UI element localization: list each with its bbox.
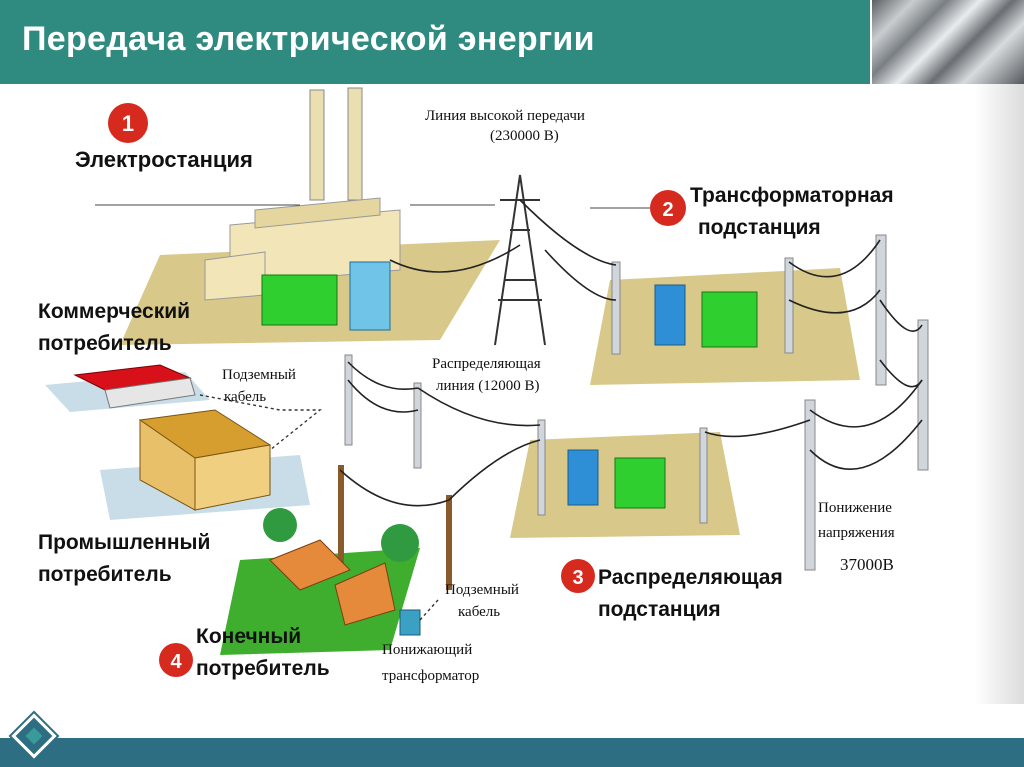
- utility-poles: [344, 234, 929, 571]
- label-step-down-transformer-2: трансформатор: [382, 668, 479, 684]
- label-underground-cable-2: Подземный: [445, 582, 519, 598]
- label-industrial: Промышленный: [38, 531, 210, 554]
- label-distribution-line-voltage: линия (12000 В): [436, 378, 539, 394]
- power-lines: [339, 199, 923, 507]
- label-hv-line: Линия высокой передачи: [425, 108, 585, 124]
- header-photo: [872, 0, 1024, 84]
- label-underground-cable-1b: кабель: [224, 389, 266, 405]
- trees: [263, 508, 419, 562]
- label-commercial: Коммерческий: [38, 300, 190, 323]
- label-commercial-2: потребитель: [38, 332, 172, 355]
- label-hv-line-voltage: (230000 В): [490, 128, 559, 144]
- pointer-lines: [95, 204, 650, 209]
- label-transformer-substation: Трансформаторная: [690, 184, 894, 207]
- label-end-consumer-2: потребитель: [196, 657, 330, 680]
- step-number: 3: [572, 567, 583, 589]
- footer-bar: [0, 738, 1024, 767]
- distribution-substation-unit-green: [614, 457, 666, 509]
- step-marker-4: 4: [159, 643, 193, 677]
- label-step-down-value: 37000В: [840, 555, 894, 574]
- commercial-building: [73, 364, 196, 409]
- step-number: 1: [122, 111, 134, 136]
- plant-switchgear: [349, 261, 391, 331]
- right-decor-strip: [975, 84, 1024, 704]
- label-end-consumer: Конечный: [196, 625, 301, 648]
- step-down-transformer-box: [399, 609, 421, 636]
- label-distribution-line: Распределяющая: [432, 356, 541, 372]
- transformer-substation-unit-green: [701, 291, 758, 348]
- houses: [269, 539, 396, 626]
- page-title: Передача электрической энергии: [22, 20, 595, 58]
- label-step-down: Понижение: [818, 500, 892, 516]
- label-transformer-substation-2: подстанция: [698, 216, 821, 239]
- transformer-substation-unit-blue: [654, 284, 686, 346]
- label-distribution-substation-2: подстанция: [598, 598, 721, 621]
- step-number: 2: [662, 199, 673, 221]
- label-underground-cable-2b: кабель: [458, 604, 500, 620]
- label-distribution-substation: Распределяющая: [598, 566, 783, 589]
- label-plant: Электростанция: [75, 147, 253, 172]
- label-step-down-2: напряжения: [818, 525, 895, 541]
- plant-transformer: [261, 274, 338, 326]
- step-marker-1: 1: [108, 103, 148, 143]
- label-underground-cable-1: Подземный: [222, 367, 296, 383]
- distribution-substation-unit-blue: [567, 449, 599, 506]
- step-number: 4: [170, 651, 182, 673]
- step-marker-2: 2: [650, 190, 686, 226]
- title-bar: Передача электрической энергии: [0, 0, 870, 84]
- label-industrial-2: потребитель: [38, 563, 172, 586]
- wooden-poles: [338, 465, 452, 590]
- label-step-down-transformer: Понижающий: [382, 642, 472, 658]
- step-marker-3: 3: [561, 559, 595, 593]
- industrial-building: [138, 409, 272, 511]
- underground-cables: [199, 394, 439, 621]
